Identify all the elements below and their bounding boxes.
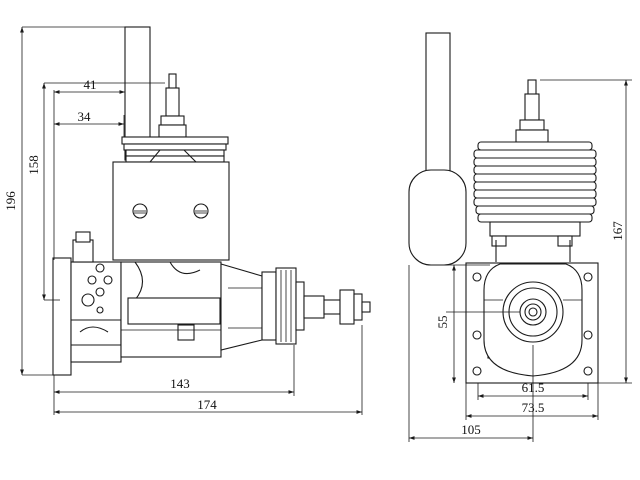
dim-overall-width: 105 xyxy=(461,422,481,437)
dim-overall-height: 196 xyxy=(3,191,18,211)
dim-front-height: 167 xyxy=(610,221,625,241)
side-view: 196 158 41 34 143 174 xyxy=(3,26,371,415)
prop-hub-side xyxy=(261,267,371,345)
dim-overall-length: 174 xyxy=(197,397,217,412)
mount-plate xyxy=(52,257,72,376)
dim-mount-to-prop: 143 xyxy=(170,376,190,391)
mount-screw-right xyxy=(193,203,209,219)
dim-bolt-spacing-inner: 61.5 xyxy=(522,380,545,395)
crankcase-side xyxy=(120,261,222,358)
spark-plug-front xyxy=(515,79,549,143)
front-view: 167 55 61.5 73.5 105 xyxy=(408,32,632,442)
dim-crank-height: 55 xyxy=(435,316,450,329)
mount-screw-left xyxy=(132,203,148,219)
dim-mount-height: 158 xyxy=(26,155,41,175)
mount-hole-bottom-right xyxy=(583,366,593,376)
spark-plug xyxy=(158,73,187,138)
side-dimension-lines xyxy=(20,26,363,415)
mount-hole-top-left xyxy=(472,272,482,282)
mount-hole-top-right xyxy=(583,272,593,282)
muffler xyxy=(408,169,467,266)
mount-hole-bottom-left xyxy=(472,366,482,376)
front-dimension-lines xyxy=(408,79,632,442)
exhaust-stack xyxy=(425,32,451,174)
front-housing-side xyxy=(220,263,263,351)
dim-carb-offset: 41 xyxy=(84,77,97,92)
cylinder-fins-front xyxy=(473,141,597,237)
carburetor-box xyxy=(112,161,230,261)
cylinder-bolts xyxy=(491,235,573,247)
dim-plug-offset: 34 xyxy=(78,109,92,124)
crankcase-front xyxy=(483,240,583,377)
dim-bolt-spacing-outer: 73.5 xyxy=(522,400,545,415)
